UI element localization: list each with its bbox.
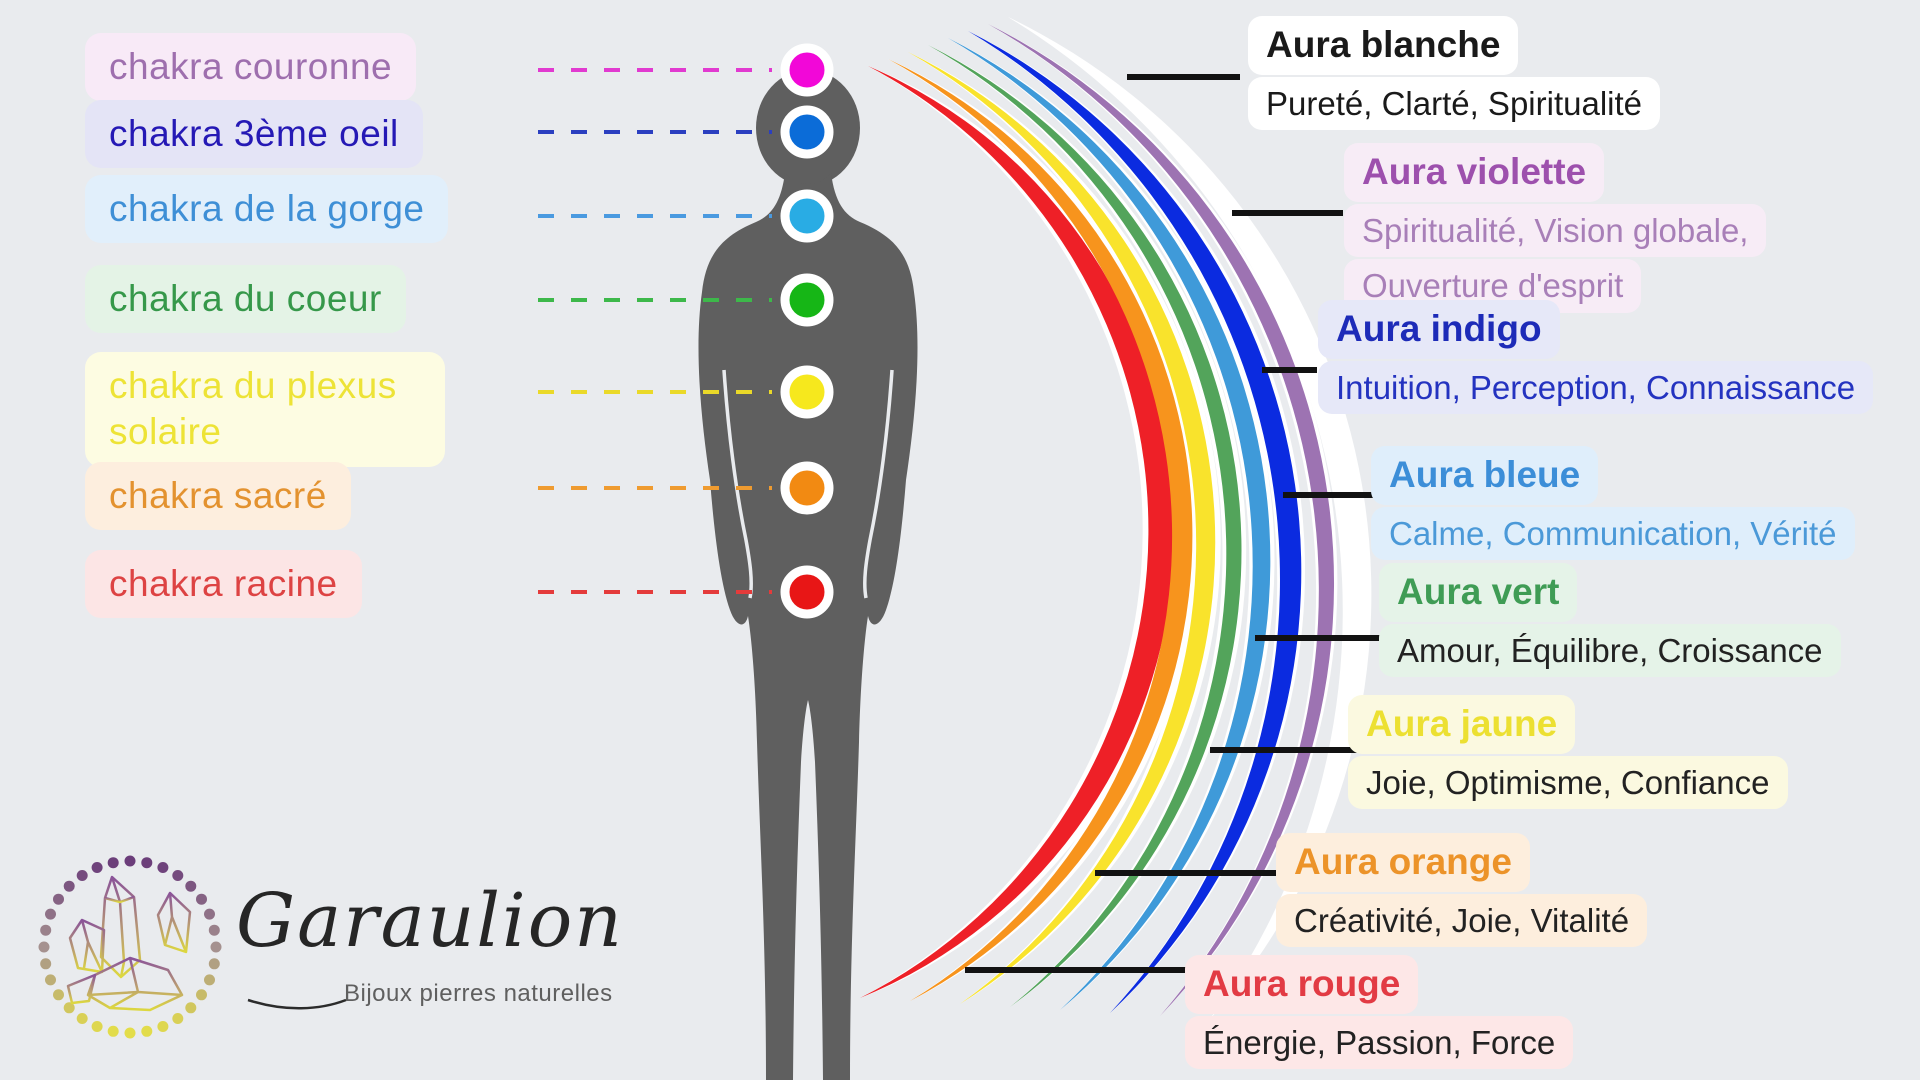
arm-separation-right [863,369,894,599]
aura-title: Aura blanche [1248,16,1519,75]
aura-label-blanche: Aura blanche Pureté, Clarté, Spiritualit… [1248,16,1661,131]
chakra-label-plexus-solaire: chakra du plexus solaire [85,352,445,467]
aura-label-vert: Aura vert Amour, Équilibre, Croissance [1379,563,1841,678]
arm-separation-left [722,369,753,599]
logo-dot [185,880,197,892]
chakra-label-sacre: chakra sacré [85,462,351,531]
logo-dot [38,941,50,953]
logo-dot [157,1021,169,1032]
aura-title: Aura jaune [1348,695,1576,754]
aura-label-rouge: Aura rouge Énergie, Passion, Force [1185,955,1574,1070]
script-flourish [247,998,347,1010]
aura-label-orange: Aura orange Créativité, Joie, Vitalité [1276,833,1648,948]
logo-dot [141,1025,153,1037]
chakra-label-couronne: chakra couronne [85,33,417,102]
chakra-label-coeur: chakra du coeur [85,265,406,334]
silhouette-body [698,173,918,1080]
logo-dot [91,1021,103,1032]
aura-desc: Amour, Équilibre, Croissance [1379,623,1841,678]
aura-rainbow-arcs [860,17,1372,1019]
aura-band-vert [928,45,1242,1007]
logo-dotted-circle [38,855,222,1039]
logo-dot [45,908,56,920]
logo-dot [208,924,220,936]
aura-desc: Calme, Communication, Vérité [1371,506,1855,561]
aura-band-jaune [908,52,1216,1004]
logo-dot [141,857,153,869]
logo-dot [196,893,207,905]
logo-dot [76,1013,88,1024]
aura-band-blanche [1008,17,1369,1019]
aura-title: Aura indigo [1318,300,1560,359]
chakra-dot [780,365,834,419]
chakra-label-racine: chakra racine [85,550,362,619]
aura-band-violette [988,24,1335,1016]
aura-title: Aura orange [1276,833,1530,892]
logo-dot [76,870,88,881]
logo-dot [157,862,169,873]
aura-desc: Spiritualité, Vision globale, [1344,203,1767,258]
brand-tagline: Bijoux pierres naturelles [344,980,613,1007]
logo-dot [45,974,56,986]
chakra-dots [780,43,834,619]
chakra-label-3eme-oeil: chakra 3ème oeil [85,100,423,169]
aura-label-jaune: Aura jaune Joie, Optimisme, Confiance [1348,695,1788,810]
aura-title: Aura bleue [1371,446,1599,505]
logo-dot [208,958,220,970]
aura-label-bleue: Aura bleue Calme, Communication, Vérité [1371,446,1855,561]
logo-dot [185,1002,197,1014]
aura-desc: Créativité, Joie, Vitalité [1276,893,1648,948]
aura-desc: Pureté, Clarté, Spiritualité [1248,76,1661,131]
logo-dot [124,1027,136,1039]
aura-band-halo [1008,17,1372,1019]
aura-desc: Énergie, Passion, Force [1185,1015,1574,1070]
logo-dot [172,1013,184,1024]
chakra-dot [780,461,834,515]
logo-dot [204,908,215,920]
logo-dot [91,862,103,873]
aura-label-indigo: Aura indigo Intuition, Perception, Conna… [1318,300,1874,415]
aura-connector-lines [965,74,1392,973]
logo-dot [210,941,222,953]
logo-dot [63,880,75,892]
logo-dot [204,974,215,986]
chakra-dot [780,273,834,327]
chakra-dashed-connectors [538,68,772,594]
aura-title: Aura violette [1344,143,1605,202]
brand-logo-mark [38,855,347,1039]
chakra-dot [780,43,834,97]
aura-band-rouge [860,66,1175,998]
aura-title: Aura rouge [1185,955,1419,1014]
logo-dot [53,989,64,1001]
chakra-dot [780,565,834,619]
crystal-icon [66,875,192,1012]
aura-band-indigo [968,31,1302,1013]
logo-dot [196,989,207,1001]
aura-desc: Intuition, Perception, Connaissance [1318,360,1874,415]
brand-name: Garaulion [236,878,624,964]
logo-dot [40,958,52,970]
aura-label-violette: Aura violette Spiritualité, Vision globa… [1344,143,1767,313]
logo-dot [63,1002,75,1014]
chakra-label-gorge: chakra de la gorge [85,175,449,244]
logo-dot [107,1025,119,1037]
logo-dot [53,893,64,905]
chakra-dot [780,189,834,243]
aura-title: Aura vert [1379,563,1578,622]
logo-dot [107,857,119,869]
logo-dot [124,855,136,867]
aura-band-bleue [948,38,1271,1010]
logo-dot [172,870,184,881]
chakra-dot [780,105,834,159]
aura-band-orange [888,59,1193,1001]
logo-dot [40,924,52,936]
aura-desc: Joie, Optimisme, Confiance [1348,755,1788,810]
